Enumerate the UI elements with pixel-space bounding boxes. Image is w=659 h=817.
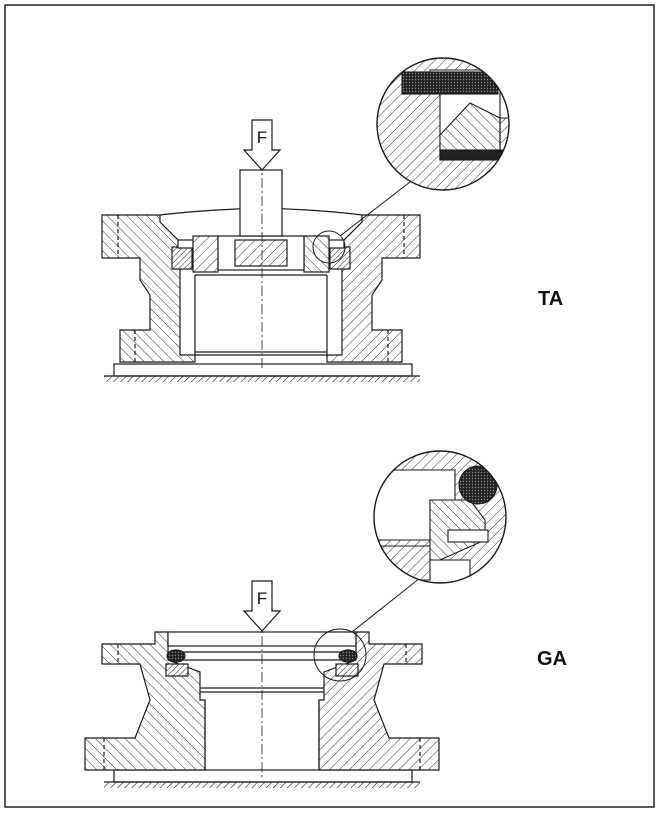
bottom-right-oring xyxy=(338,649,358,663)
bottom-left-oring xyxy=(166,649,186,663)
bottom-assembly-label: GA xyxy=(537,648,567,670)
top-detail-seal-base xyxy=(439,149,503,161)
bottom-force-label: F xyxy=(257,589,267,608)
top-force-label: F xyxy=(257,128,267,147)
bottom-detail-oring xyxy=(458,465,498,505)
top-left-seal xyxy=(171,246,193,270)
bottom-force-arrow xyxy=(242,580,282,632)
bottom-right-body xyxy=(318,631,440,771)
top-base-plate xyxy=(113,363,413,377)
top-plunger xyxy=(239,169,283,237)
top-assembly xyxy=(101,119,421,382)
bottom-left-body xyxy=(84,631,206,771)
bottom-assembly xyxy=(84,577,440,788)
top-assembly-label: TA xyxy=(538,288,564,310)
top-left-body xyxy=(101,214,196,363)
frame-border xyxy=(4,4,655,808)
bottom-ground-hatch xyxy=(104,782,420,788)
top-detail-magnifier xyxy=(376,57,510,191)
bottom-detail-magnifier xyxy=(373,450,507,584)
bottom-base-plate xyxy=(113,769,413,783)
top-ground-hatch xyxy=(104,376,420,382)
top-force-arrow xyxy=(242,119,282,171)
top-detail-seal-lip xyxy=(401,71,499,95)
